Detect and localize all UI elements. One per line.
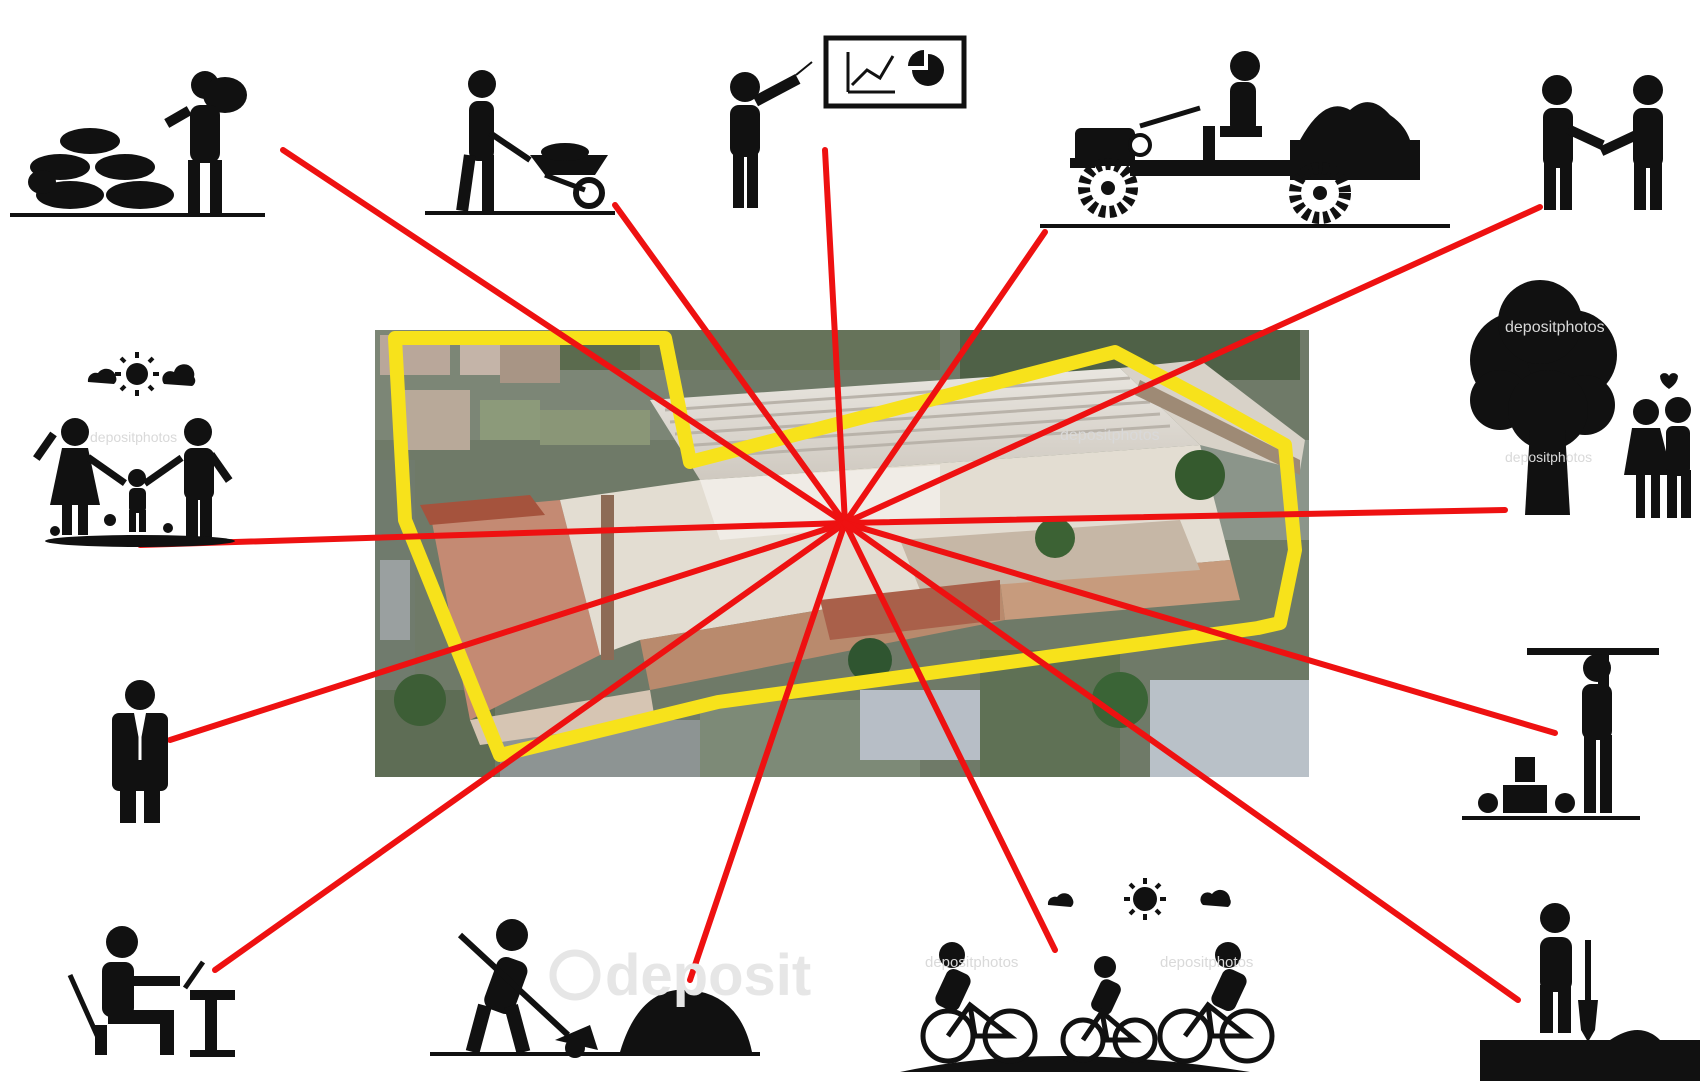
watermark-top-right: depositphotos <box>1505 319 1605 336</box>
presenter-chart-icon <box>730 35 967 208</box>
spoke-line-builder <box>842 520 1558 736</box>
photo-watermark: depositphotos <box>1060 427 1160 444</box>
spoke-line-presenter <box>822 147 848 526</box>
couple-under-tree-icon <box>1470 280 1691 518</box>
builder-stacking-icon <box>1462 648 1659 820</box>
family-outdoors-icon <box>33 352 235 547</box>
spoke-line-digging <box>842 520 1521 1003</box>
handshake-icon <box>1542 75 1663 210</box>
tractor-driver-icon <box>1040 51 1450 228</box>
spoke-line-sacks <box>280 147 848 526</box>
person-digging-icon <box>1480 903 1700 1081</box>
spoke-line-cyclists <box>842 520 1058 953</box>
watermark-deposit-logo: deposit <box>549 943 811 1008</box>
aerial-factory-photo: depositphotos <box>375 330 1309 777</box>
office-worker-laptop-icon <box>67 926 235 1057</box>
watermark-large: deposit <box>605 943 811 1008</box>
watermark-couple: depositphotos <box>1505 449 1592 465</box>
spoke-line-office-worker <box>212 520 848 973</box>
person-shoveling-icon <box>430 919 760 1058</box>
family-cycling-icon <box>900 878 1275 1072</box>
site-boundary-outline <box>388 331 1302 762</box>
spoke-line-shoveling <box>687 520 848 983</box>
person-with-wheelbarrow-icon <box>425 70 615 215</box>
businessman-icon <box>112 680 168 823</box>
watermark-family: depositphotos <box>90 429 177 445</box>
watermark-cyclists-left: depositphotos <box>925 954 1018 971</box>
spoke-line-wheelbarrow <box>612 202 848 526</box>
spoke-line-tractor <box>842 229 1048 526</box>
person-carrying-sacks-icon <box>10 71 265 217</box>
spoke-line-family <box>137 520 848 548</box>
spoke-lines <box>137 147 1558 1003</box>
spoke-line-businessman <box>167 520 848 743</box>
spoke-line-handshake <box>842 204 1543 526</box>
watermark-cyclists-right: depositphotos <box>1160 954 1253 971</box>
spoke-line-couple-tree <box>842 507 1508 526</box>
